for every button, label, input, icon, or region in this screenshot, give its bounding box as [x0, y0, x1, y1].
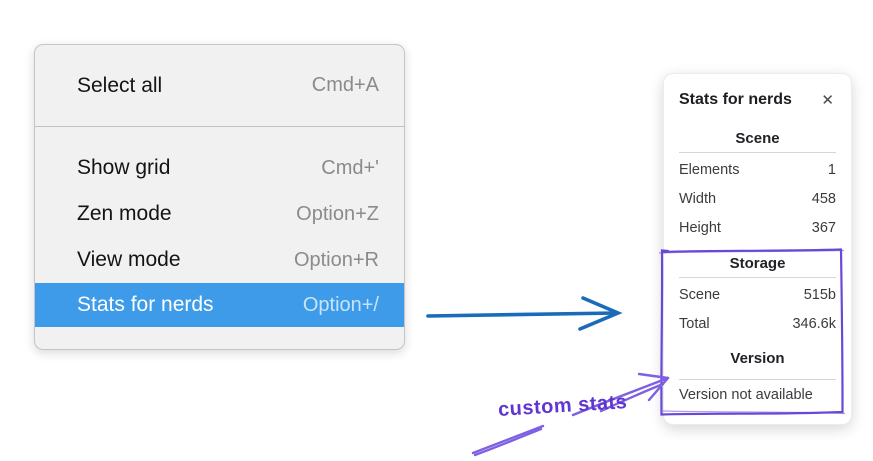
- stat-label: Scene: [679, 286, 721, 303]
- menu-item-shortcut: Cmd+A: [311, 74, 379, 96]
- menu-item-stats-for-nerds[interactable]: Stats for nerds Option+/: [35, 283, 404, 327]
- stats-panel-title: Stats for nerds: [679, 91, 792, 108]
- section-header-version: Version: [730, 350, 785, 367]
- context-menu: Select all Cmd+A Show grid Cmd+' Zen mod…: [34, 44, 405, 350]
- section-header-storage: Storage: [729, 255, 786, 272]
- menu-item-shortcut: Option+R: [293, 248, 379, 271]
- custom-stats-annotation: custom stats: [497, 391, 628, 421]
- menu-item-label: Zen mode: [77, 202, 172, 225]
- stat-value: 367: [811, 219, 836, 236]
- menu-item-show-grid[interactable]: Show grid Cmd+': [35, 145, 404, 191]
- stat-label: Total: [679, 315, 710, 332]
- section-header-scene: Scene: [735, 130, 780, 147]
- menu-item-shortcut: Option+Z: [296, 202, 379, 225]
- menu-item-shortcut: Cmd+': [321, 156, 379, 179]
- stat-row-scene-storage: Scene 515b: [679, 280, 836, 309]
- divider: [679, 152, 836, 153]
- stat-value: 458: [811, 190, 836, 207]
- stat-label: Width: [679, 190, 717, 207]
- stat-value: 346.6k: [792, 315, 836, 332]
- close-icon[interactable]: ✕: [821, 91, 834, 109]
- menu-item-label: Show grid: [77, 156, 171, 179]
- menu-item-view-mode[interactable]: View mode Option+R: [35, 237, 404, 283]
- menu-item-select-all[interactable]: Select all Cmd+A: [35, 45, 404, 126]
- menu-divider: [35, 126, 404, 127]
- stat-value: 515b: [803, 286, 836, 303]
- menu-item-label: View mode: [77, 248, 181, 271]
- blue-arrow: [426, 296, 623, 331]
- stats-panel: Stats for nerds ✕ Scene Elements 1 Width…: [663, 73, 852, 425]
- menu-item-zen-mode[interactable]: Zen mode Option+Z: [35, 191, 404, 237]
- menu-item-shortcut: Option+/: [302, 293, 379, 316]
- stat-row-height: Height 367: [679, 213, 836, 242]
- stat-label: Height: [679, 219, 721, 236]
- stat-row-elements: Elements 1: [679, 155, 836, 184]
- version-note: Version not available: [679, 387, 813, 403]
- stat-row-total-storage: Total 346.6k: [679, 309, 836, 338]
- stat-value: 1: [827, 161, 836, 178]
- divider: [679, 277, 836, 278]
- stat-label: Elements: [679, 161, 740, 178]
- stat-row-width: Width 458: [679, 184, 836, 213]
- divider: [679, 379, 836, 380]
- menu-item-label: Select all: [77, 73, 163, 97]
- menu-item-label: Stats for nerds: [77, 293, 214, 316]
